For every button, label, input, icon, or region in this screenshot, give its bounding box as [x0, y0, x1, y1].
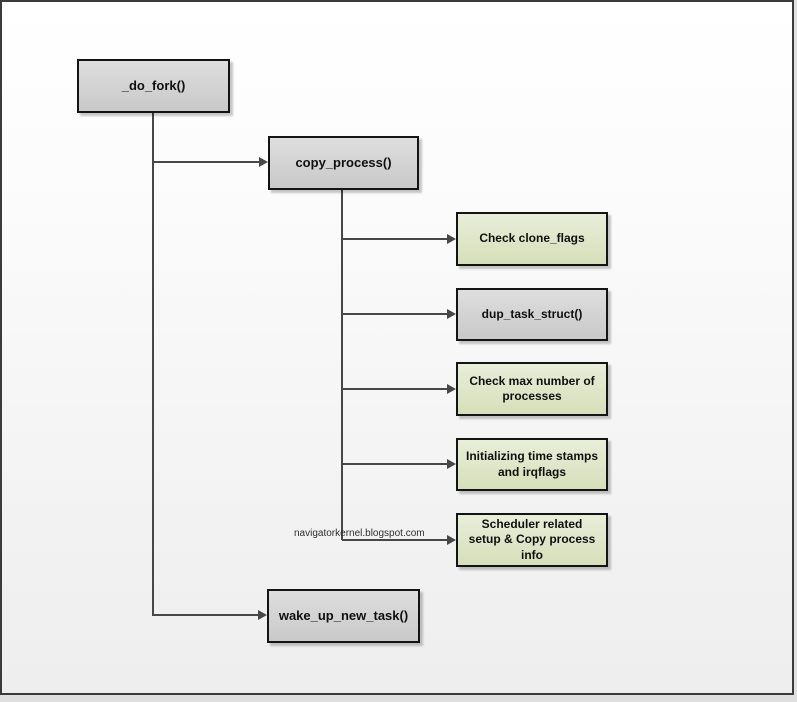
arrowhead-icon — [447, 309, 456, 319]
node-dup-task-struct: dup_task_struct() — [456, 288, 608, 341]
connector-line-do-fork-trunk — [152, 113, 154, 616]
connector-line-to-init-time — [342, 463, 447, 465]
watermark-text: navigatorkernel.blogspot.com — [294, 528, 425, 539]
connector-line-to-clone-flags — [342, 238, 447, 240]
connector-line-to-sched-setup — [342, 539, 447, 541]
connector-line-copy-process-trunk — [341, 190, 343, 540]
flowchart-canvas: _do_fork() copy_process() Check clone_fl… — [2, 2, 792, 693]
connector-line-to-dup-task — [342, 313, 447, 315]
node-scheduler-setup: Scheduler related setup & Copy process i… — [456, 513, 608, 567]
connector-line-to-wake-up — [153, 614, 258, 616]
node-copy-process: copy_process() — [268, 136, 419, 190]
node-do-fork: _do_fork() — [77, 59, 230, 113]
arrowhead-icon — [447, 234, 456, 244]
arrowhead-icon — [259, 157, 268, 167]
arrowhead-icon — [447, 384, 456, 394]
node-wake-up-new-task: wake_up_new_task() — [267, 589, 420, 643]
arrowhead-icon — [447, 535, 456, 545]
arrowhead-icon — [258, 610, 267, 620]
node-init-timestamps: Initializing time stamps and irqflags — [456, 438, 608, 491]
node-check-max-processes: Check max number of processes — [456, 362, 608, 416]
node-check-clone-flags: Check clone_flags — [456, 212, 608, 266]
connector-line-to-copy-process — [153, 161, 259, 163]
connector-line-to-max-processes — [342, 388, 447, 390]
arrowhead-icon — [447, 459, 456, 469]
